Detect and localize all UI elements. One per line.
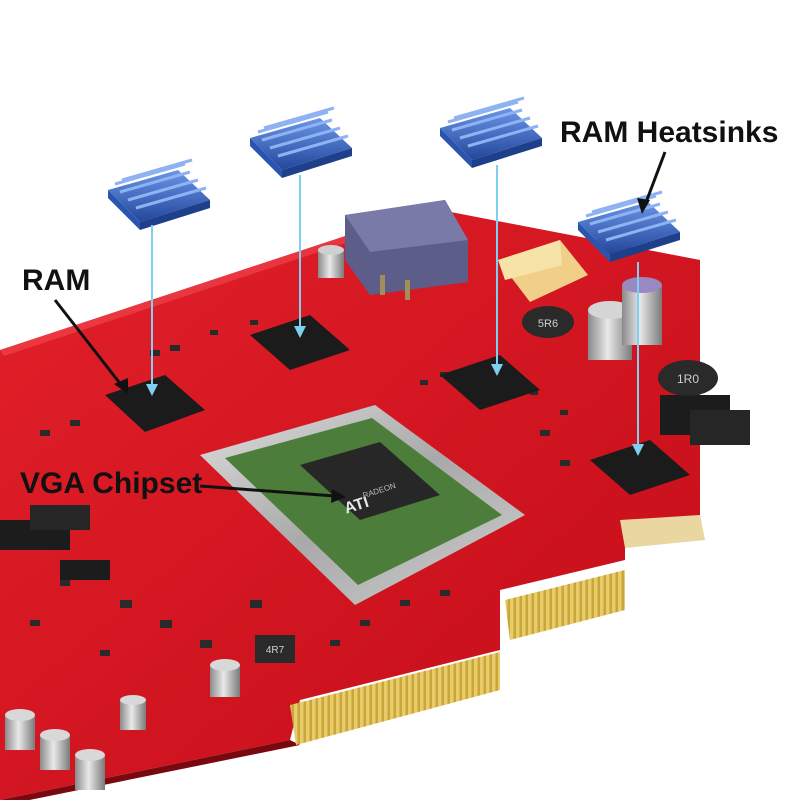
svg-text:4R7: 4R7 <box>266 645 285 656</box>
heatsink-2 <box>250 106 352 178</box>
capacitor-3 <box>318 245 344 278</box>
heatsink-1 <box>108 158 210 230</box>
power-connector <box>345 200 468 300</box>
inductor-1: 5R6 <box>522 306 574 338</box>
resistor-arrays <box>0 395 750 580</box>
svg-text:5R6: 5R6 <box>538 318 558 330</box>
pcie-edge-connector <box>290 515 705 745</box>
ram-chip-4 <box>590 440 690 495</box>
svg-text:1R0: 1R0 <box>677 372 699 386</box>
ram-chip-2 <box>250 315 350 370</box>
svg-text:RAM Heatsinks: RAM Heatsinks <box>560 116 778 149</box>
heatsink-3 <box>440 96 542 168</box>
heatsink-4 <box>578 190 680 262</box>
svg-text:RAM: RAM <box>22 264 90 297</box>
heatsink-pointer-lines <box>146 165 644 456</box>
svg-text:ATI: ATI <box>342 494 371 518</box>
vga-chipset: ATI RADEON <box>200 405 525 605</box>
capacitor-group-bottom <box>5 659 240 790</box>
label-vga-chipset: VGA Chipset <box>20 467 346 503</box>
inductor-2: 1R0 <box>658 360 718 396</box>
label-ram: RAM <box>22 264 128 394</box>
inductor-3: 4R7 <box>255 635 295 663</box>
label-ram-heatsinks: RAM Heatsinks <box>560 116 778 214</box>
svg-text:VGA Chipset: VGA Chipset <box>20 467 202 500</box>
ram-chip-1 <box>105 375 205 432</box>
ram-chip-3 <box>440 355 540 410</box>
capacitor-2 <box>622 277 662 345</box>
fan-connector <box>498 240 588 302</box>
